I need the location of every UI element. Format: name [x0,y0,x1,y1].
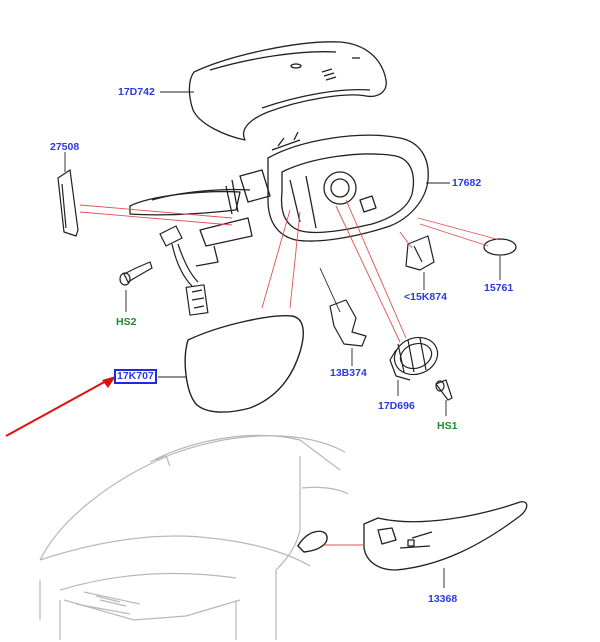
part-label-17682[interactable]: 17682 [452,177,482,189]
part-label-13368[interactable]: 13368 [428,593,458,605]
wiring-harness-part [159,225,209,316]
pointer-arrow [5,376,116,437]
bracket-part [329,299,367,366]
part-label-13b374[interactable]: 13B374 [330,367,367,379]
part-label-17k707-selected[interactable]: 17K707 [114,369,157,384]
part-label-15761[interactable]: 15761 [484,282,514,294]
callout-ticks [160,91,450,184]
screw-hs1-part [435,379,453,416]
vehicle-mirror-highlight [297,530,328,553]
part-label-17d742[interactable]: 17D742 [118,86,155,98]
part-label-27508[interactable]: 27508 [50,141,80,153]
vehicle-outline [39,434,349,640]
mirror-glass-part [158,315,304,413]
part-label-17d696[interactable]: 17D696 [378,400,415,412]
screw-hs2-part [119,261,153,312]
motor-part [389,336,439,396]
leader-lines [79,199,501,343]
mirror-housing-part [129,131,429,267]
turn-signal-lamp-part [363,501,528,588]
part-label-15k874[interactable]: <15K874 [404,291,447,303]
mirror-cover-part [188,41,387,141]
cap-part [483,238,517,280]
part-label-hs1[interactable]: HS1 [437,420,458,432]
part-label-hs2[interactable]: HS2 [116,316,137,328]
clip-part [405,235,435,290]
gasket-part [57,152,79,237]
